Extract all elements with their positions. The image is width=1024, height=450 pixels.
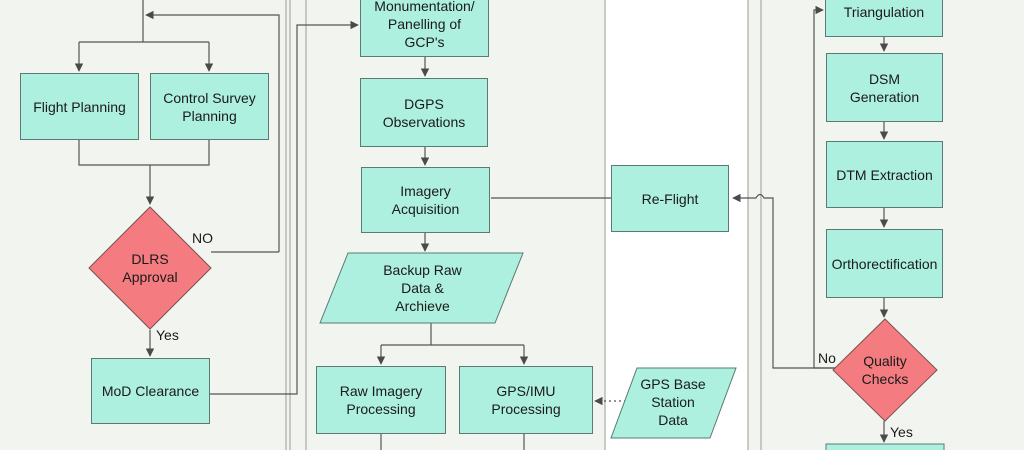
quality-checks-text: Quality Checks (861, 353, 909, 387)
panel-left (285, 0, 287, 450)
connector-mod-to-monument (210, 20, 359, 395)
backup-raw-data-text: Backup Raw Data & Archieve (383, 262, 462, 314)
quality-no-label: No (818, 350, 836, 366)
control-survey-planning-box: Control Survey Planning (150, 73, 269, 140)
raw-imagery-processing-box: Raw Imagery Processing (316, 366, 446, 434)
gps-base-station-text: GPS Base Station Data (640, 376, 706, 428)
gps-imu-processing-box: GPS/IMU Processing (459, 366, 593, 434)
backup-parallelogram-shape (319, 252, 524, 324)
dsm-generation-box: DSM Generation (826, 53, 943, 122)
re-flight-box: Re-Flight (611, 165, 729, 232)
flight-planning-box: Flight Planning (20, 73, 139, 140)
bottom-right-box-shape (825, 443, 945, 450)
imagery-acquisition-box: Imagery Acquisition (361, 167, 490, 233)
dlrs-yes-label: Yes (156, 327, 179, 343)
triangulation-box: Triangulation (825, 0, 943, 37)
dtm-extraction-box: DTM Extraction (826, 141, 943, 208)
mod-clearance-box: MoD Clearance (91, 358, 210, 424)
gps-base-parallelogram-shape (610, 367, 737, 439)
dlrs-approval-diamond-shape (88, 206, 212, 330)
dgps-observations-box: DGPS Observations (360, 78, 488, 147)
quality-yes-label: Yes (890, 424, 913, 440)
quality-checks-diamond-shape (832, 318, 938, 422)
dlrs-no-label: NO (192, 230, 213, 246)
connector-flight-down (78, 140, 210, 166)
panel-right (760, 0, 762, 450)
connector-top-return (145, 10, 280, 252)
connector-quality-no-reflight (732, 193, 835, 369)
orthorectification-box: Orthorectification (826, 229, 943, 298)
monumentation-box: Monumentation/ Panelling of GCP's (360, 0, 489, 57)
dlrs-approval-text: DLRS Approval (122, 251, 178, 285)
